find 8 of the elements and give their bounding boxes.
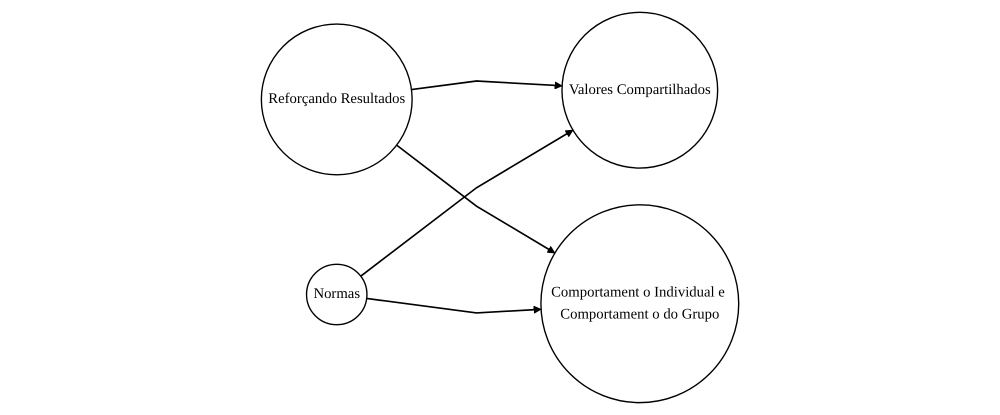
node-circle: Valores Compartilhados xyxy=(561,12,718,169)
arrow xyxy=(360,130,574,277)
node-circle: Comportament o Individual e Comportament o do Grupo xyxy=(540,204,740,404)
arrow xyxy=(411,80,562,90)
arrow xyxy=(396,144,556,254)
arrow xyxy=(366,298,542,314)
node-circle: Normas xyxy=(306,264,368,326)
node-circle: Reforçando Resultados xyxy=(260,23,413,176)
